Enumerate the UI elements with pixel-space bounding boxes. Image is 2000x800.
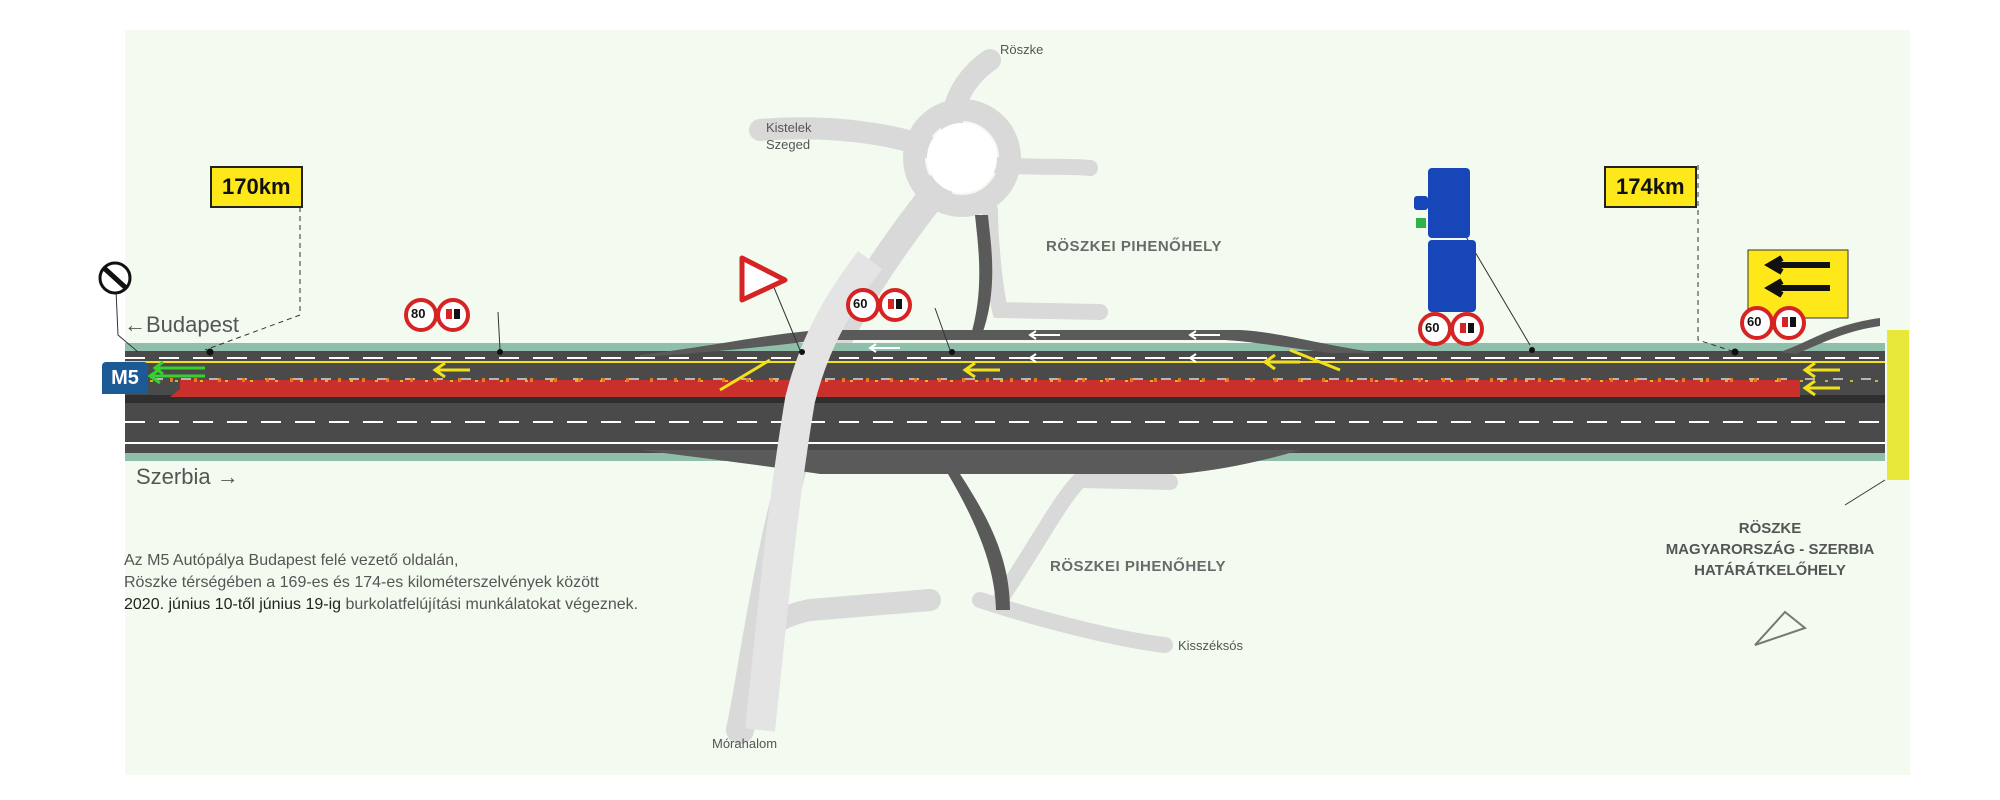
place-kistelek: Kistelek bbox=[766, 120, 812, 135]
roadworks-info: Az M5 Autópálya Budapest felé vezető old… bbox=[124, 552, 639, 613]
temporary-arrows bbox=[432, 348, 1840, 397]
arrow-right-icon: → bbox=[216, 464, 239, 489]
speed-limit-value: 80 bbox=[411, 306, 426, 321]
road-rest-north-link bbox=[982, 202, 1108, 320]
give-way-sign bbox=[739, 255, 788, 303]
place-kisszeksos: Kisszéksós bbox=[1178, 638, 1244, 653]
speed-limit-sign-60-c: 60 bbox=[1740, 306, 1806, 345]
speed-limit-sign-60-a: 60 bbox=[846, 288, 912, 327]
roundabout-island bbox=[927, 123, 997, 193]
border-bar bbox=[1887, 330, 1909, 480]
rest-area-north-label: RÖSZKEI PIHENŐHELY bbox=[1046, 238, 1222, 255]
green-arrows bbox=[147, 360, 205, 385]
roundabout bbox=[903, 99, 1021, 217]
direction-budapest: ←Budapest bbox=[124, 312, 239, 337]
overpass bbox=[745, 251, 883, 732]
end-of-restriction-sign bbox=[98, 261, 132, 295]
road-rest-south-link bbox=[992, 471, 1178, 608]
direction-szerbia: Szerbia → bbox=[136, 464, 239, 489]
speed-limit-value: 60 bbox=[853, 296, 868, 311]
km-marker-174: 174km bbox=[1604, 166, 1697, 208]
border-crossing-label: RÖSZKE MAGYARORSZÁG - SZERBIA HATÁRÁTKEL… bbox=[1665, 520, 1875, 579]
blue-direction-signs bbox=[1414, 168, 1476, 312]
rest-area-south-label: RÖSZKEI PIHENŐHELY bbox=[1050, 558, 1226, 575]
km-marker-170: 170km bbox=[210, 166, 303, 208]
lane-markings bbox=[125, 357, 1885, 444]
lane-shift-sign bbox=[1747, 249, 1849, 319]
speed-limit-value: 60 bbox=[1425, 320, 1440, 335]
speed-limit-value: 60 bbox=[1747, 314, 1762, 329]
speed-limit-sign-80: 80 bbox=[404, 298, 470, 337]
ramp-arrows bbox=[868, 330, 1220, 363]
work-dates: 2020. június 10-től június 19-ig bbox=[124, 596, 342, 613]
arrow-left-icon: ← bbox=[124, 312, 146, 337]
central-reservation bbox=[125, 395, 1885, 403]
speed-limit-sign-60-b: 60 bbox=[1418, 312, 1484, 351]
leader-lines bbox=[115, 165, 1886, 506]
place-morahalom: Mórahalom bbox=[712, 736, 778, 751]
place-roszke: Röszke bbox=[1000, 42, 1044, 57]
m5-motorway-shield: M5 bbox=[102, 362, 148, 394]
border-logo-icon bbox=[1754, 610, 1808, 646]
leader-dots bbox=[206, 347, 1739, 356]
closed-lane bbox=[180, 380, 1800, 397]
place-szeged: Szeged bbox=[766, 137, 811, 152]
